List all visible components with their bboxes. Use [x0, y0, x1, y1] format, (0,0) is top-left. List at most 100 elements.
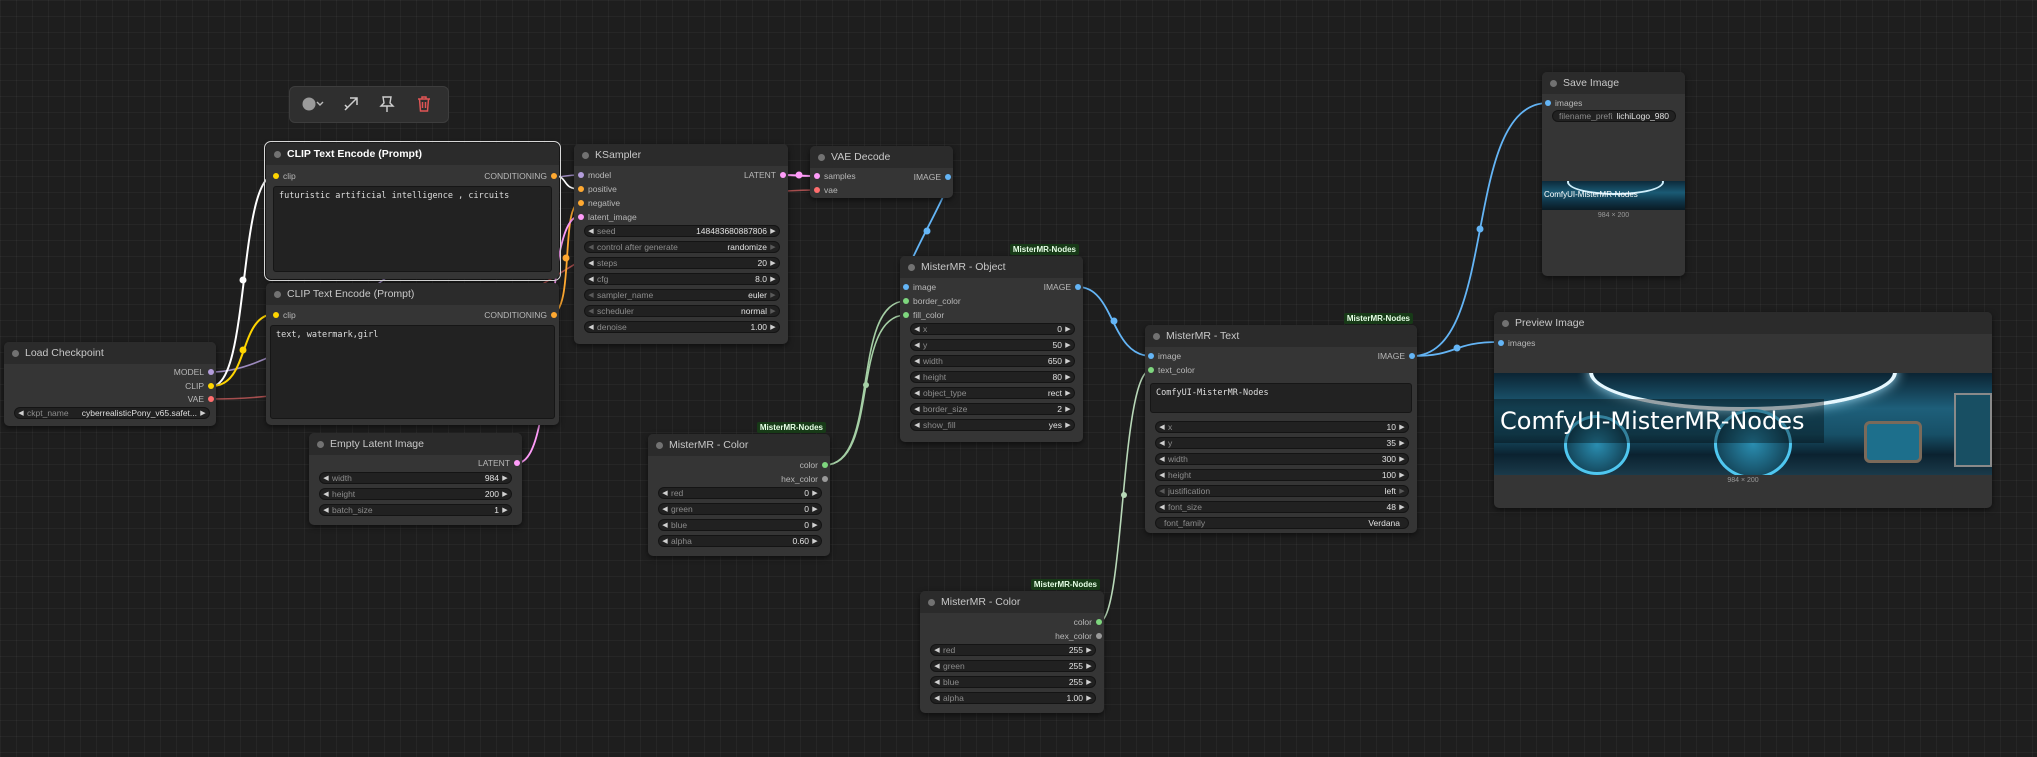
arrow-right-icon[interactable]: ▶: [1399, 504, 1405, 511]
arrow-left-icon[interactable]: ◀: [914, 374, 920, 381]
collapse-dot-icon[interactable]: [274, 290, 281, 298]
preview-image-node[interactable]: Preview Image images ComfyUI-MisterMR-No…: [1494, 312, 1992, 508]
arrow-left-icon[interactable]: ◀: [914, 358, 920, 365]
output-latent[interactable]: LATENT: [478, 458, 520, 468]
input-samples[interactable]: samples: [814, 171, 856, 181]
arrow-right-icon[interactable]: ▶: [1399, 440, 1405, 447]
arrow-right-icon[interactable]: ▶: [1065, 358, 1071, 365]
node-title[interactable]: CLIP Text Encode (Prompt): [266, 283, 559, 305]
node-title[interactable]: KSampler: [574, 144, 788, 166]
input-fill-color[interactable]: fill_color: [903, 310, 944, 320]
arrow-left-icon[interactable]: ◀: [934, 663, 940, 670]
arrow-left-icon[interactable]: ◀: [1159, 472, 1165, 479]
arrow-left-icon[interactable]: ◀: [323, 491, 329, 498]
arrow-right-icon[interactable]: ▶: [812, 538, 818, 545]
node-title[interactable]: Save Image: [1542, 72, 1685, 94]
arrow-left-icon[interactable]: ◀: [1159, 488, 1165, 495]
collapse-dot-icon[interactable]: [1550, 79, 1557, 87]
arrow-right-icon[interactable]: ▶: [1065, 390, 1071, 397]
ckpt-name-combo[interactable]: ◀ ckpt_name cyberrealisticPony_v65.safet…: [14, 407, 210, 419]
mistermr-object-node[interactable]: MisterMR-Nodes MisterMR - Object image b…: [900, 244, 1083, 442]
arrow-left-icon[interactable]: ◀: [588, 244, 594, 251]
text-textarea[interactable]: ComfyUI-MisterMR-Nodes: [1150, 383, 1412, 413]
arrow-right-icon[interactable]: ▶: [1065, 422, 1071, 429]
arrow-left-icon[interactable]: ◀: [934, 695, 940, 702]
collapse-dot-icon[interactable]: [928, 598, 935, 606]
node-title[interactable]: Empty Latent Image: [309, 433, 522, 455]
arrow-right-icon[interactable]: ▶: [1086, 647, 1092, 654]
prompt-textarea[interactable]: futuristic artificial intelligence , cir…: [273, 186, 552, 272]
arrow-left-icon[interactable]: ◀: [662, 522, 668, 529]
bypass-button[interactable]: [337, 92, 365, 118]
arrow-right-icon[interactable]: ▶: [812, 506, 818, 513]
output-conditioning[interactable]: CONDITIONING: [484, 171, 557, 181]
input-image[interactable]: image: [903, 282, 936, 292]
arrow-left-icon[interactable]: ◀: [662, 538, 668, 545]
clip-text-encode-positive-node[interactable]: CLIP Text Encode (Prompt) clip CONDITION…: [264, 141, 561, 281]
arrow-right-icon[interactable]: ▶: [200, 410, 206, 417]
output-conditioning[interactable]: CONDITIONING: [484, 310, 557, 320]
output-vae[interactable]: VAE: [188, 394, 214, 404]
collapse-dot-icon[interactable]: [908, 263, 915, 271]
arrow-left-icon[interactable]: ◀: [588, 228, 594, 235]
arrow-left-icon[interactable]: ◀: [914, 406, 920, 413]
arrow-right-icon[interactable]: ▶: [770, 324, 776, 331]
output-clip[interactable]: CLIP: [185, 381, 214, 391]
output-image[interactable]: IMAGE: [914, 172, 951, 182]
arrow-right-icon[interactable]: ▶: [502, 507, 508, 514]
output-color[interactable]: color: [800, 460, 828, 470]
input-border-color[interactable]: border_color: [903, 296, 961, 306]
arrow-right-icon[interactable]: ▶: [770, 308, 776, 315]
prompt-textarea[interactable]: text, watermark,girl: [270, 325, 555, 419]
arrow-left-icon[interactable]: ◀: [18, 410, 24, 417]
vae-decode-node[interactable]: VAE Decode samples vae IMAGE: [810, 146, 953, 198]
arrow-right-icon[interactable]: ▶: [812, 522, 818, 529]
arrow-right-icon[interactable]: ▶: [1086, 695, 1092, 702]
output-hex-color[interactable]: hex_color: [1055, 631, 1102, 641]
arrow-right-icon[interactable]: ▶: [1399, 488, 1405, 495]
arrow-left-icon[interactable]: ◀: [588, 260, 594, 267]
input-latent-image[interactable]: latent_image: [578, 212, 637, 222]
node-title[interactable]: MisterMR - Color: [920, 591, 1104, 613]
arrow-right-icon[interactable]: ▶: [1399, 424, 1405, 431]
save-image-preview[interactable]: ComfyUI-MisterMR-Nodes: [1542, 181, 1685, 210]
collapse-dot-icon[interactable]: [317, 440, 324, 448]
input-model[interactable]: model: [578, 170, 611, 180]
arrow-right-icon[interactable]: ▶: [502, 475, 508, 482]
pin-button[interactable]: [373, 92, 401, 118]
arrow-right-icon[interactable]: ▶: [812, 490, 818, 497]
arrow-left-icon[interactable]: ◀: [934, 647, 940, 654]
collapse-dot-icon[interactable]: [1502, 319, 1509, 327]
arrow-left-icon[interactable]: ◀: [588, 292, 594, 299]
mistermr-text-node[interactable]: MisterMR-Nodes MisterMR - Text image tex…: [1145, 313, 1417, 533]
delete-button[interactable]: [410, 92, 438, 118]
arrow-left-icon[interactable]: ◀: [914, 342, 920, 349]
arrow-left-icon[interactable]: ◀: [588, 308, 594, 315]
input-images[interactable]: images: [1498, 338, 1535, 348]
output-latent[interactable]: LATENT: [744, 170, 786, 180]
output-hex-color[interactable]: hex_color: [781, 474, 828, 484]
arrow-right-icon[interactable]: ▶: [502, 491, 508, 498]
